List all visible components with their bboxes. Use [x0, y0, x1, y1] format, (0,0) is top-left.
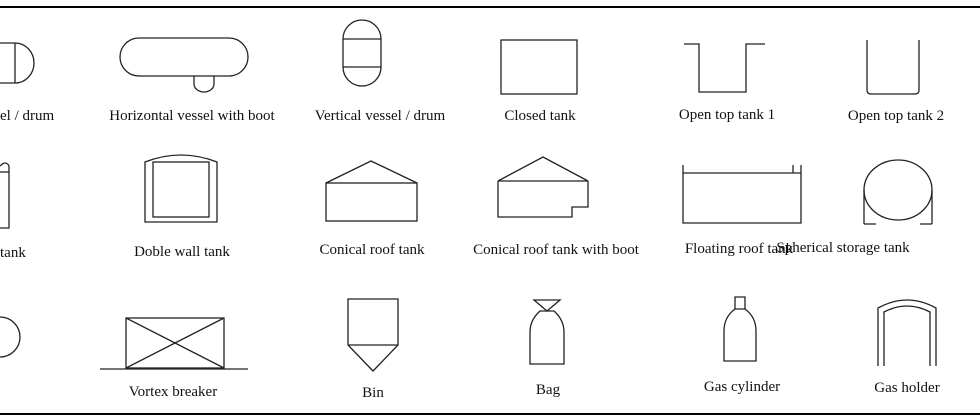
floating-roof-tank-icon: [682, 165, 802, 224]
symbol-label-tank: tank: [0, 245, 26, 261]
symbol-label-spherical-storage-tank: Spherical storage tank: [776, 240, 910, 256]
symbol-label-open-top-tank-1: Open top tank 1: [678, 107, 776, 123]
symbol-label-gas-holder: Gas holder: [874, 380, 940, 396]
symbol-label-gas-cylinder: Gas cylinder: [703, 379, 781, 395]
bin-icon: [347, 298, 399, 372]
symbol-label-open-top-tank-2: Open top tank 2: [847, 108, 945, 124]
closed-tank-icon: [500, 39, 578, 95]
open-top-tank-2-icon: [866, 40, 920, 95]
conical-roof-tank-with-boot-icon: [497, 156, 589, 218]
spherical-storage-tank-icon: [863, 159, 933, 225]
symbol-label-double-wall-tank: Doble wall tank: [134, 244, 230, 260]
tank-icon: [0, 162, 10, 229]
symbol-label-vertical-vessel-drum: Vertical vessel / drum: [314, 108, 446, 124]
double-wall-tank-icon: [144, 154, 218, 223]
symbol-label-bin: Bin: [362, 385, 384, 401]
open-top-tank-1-icon: [684, 43, 765, 93]
symbol-label-horizontal-vessel-drum: el / drum: [0, 108, 55, 124]
symbol-label-vortex-breaker: Vortex breaker: [128, 384, 218, 400]
gas-holder-icon: [877, 299, 937, 366]
partial-vessel-icon: [0, 316, 21, 358]
symbol-label-conical-roof-tank: Conical roof tank: [319, 242, 425, 258]
horizontal-vessel-with-boot-icon: [119, 37, 249, 93]
symbol-label-bag: Bag: [535, 382, 561, 398]
frame-bottom-border: [0, 413, 980, 415]
vertical-vessel-drum-icon: [342, 19, 382, 87]
frame-top-border: [0, 6, 980, 8]
vortex-breaker-icon: [100, 317, 248, 370]
symbol-label-floating-roof-tank: Floating roof tank: [684, 241, 794, 257]
horizontal-vessel-drum-icon: [0, 42, 35, 84]
conical-roof-tank-icon: [325, 160, 418, 222]
gas-cylinder-icon: [723, 296, 757, 362]
symbol-label-horizontal-vessel-with-boot: Horizontal vessel with boot: [109, 108, 275, 124]
symbol-label-closed-tank: Closed tank: [504, 108, 576, 124]
bag-icon: [529, 299, 565, 365]
symbol-label-conical-roof-tank-with-boot: Conical roof tank with boot: [473, 242, 639, 258]
